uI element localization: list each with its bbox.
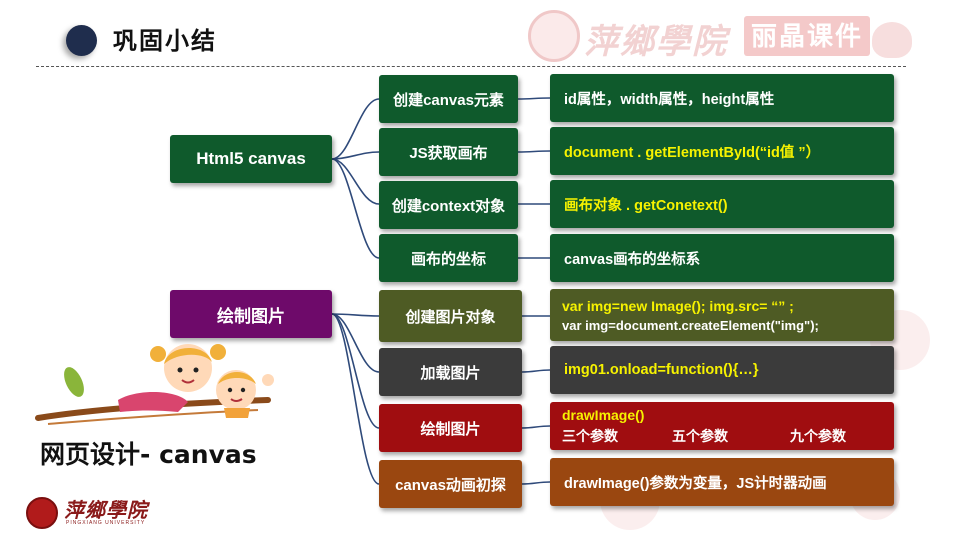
item-create-canvas: 创建canvas元素 (379, 75, 518, 123)
detail-load-image: img01.onload=function(){…} (550, 346, 894, 394)
watermark-seal-icon (528, 10, 580, 62)
detail-canvas-animation: drawImage()参数为变量，JS计时器动画 (550, 458, 894, 506)
detail-create-image-object: var img=new Image(); img.src= “” ; var i… (550, 289, 894, 341)
detail-draw-image-params: 三个参数 五个参数 九个参数 (562, 426, 846, 446)
title-divider (36, 66, 906, 67)
category-draw-image: 绘制图片 (170, 290, 332, 338)
item-canvas-animation: canvas动画初探 (379, 460, 522, 508)
footer-school-en: PINGXIANG UNIVERSITY (66, 520, 146, 526)
param-nine: 九个参数 (790, 427, 846, 444)
item-canvas-coordinates: 画布的坐标 (379, 234, 518, 282)
detail-draw-image-line1: drawImage() (562, 406, 645, 423)
detail-create-image-line2: var img=document.createElement("img"); (562, 317, 819, 333)
item-draw-image: 绘制图片 (379, 404, 522, 452)
detail-create-context: 画布对象 . getConetext() (550, 180, 894, 228)
param-five: 五个参数 (672, 427, 728, 444)
param-three: 三个参数 (562, 427, 618, 444)
watermark-cloud-icon (872, 22, 912, 58)
footer-school-name: 萍鄉學院 (64, 498, 148, 522)
school-seal-icon (26, 497, 58, 529)
detail-create-canvas: id属性，width属性，height属性 (550, 74, 894, 122)
detail-canvas-coordinates: canvas画布的坐标系 (550, 234, 894, 282)
item-create-image-object: 创建图片对象 (379, 290, 522, 342)
kids-illustration (35, 344, 274, 425)
title-bullet-icon (66, 25, 97, 56)
category-html5-canvas: Html5 canvas (170, 135, 332, 183)
detail-create-image-line1: var img=new Image(); img.src= “” ; (562, 297, 794, 314)
watermark-school-name: 萍鄉學院 (584, 22, 728, 62)
item-create-context: 创建context对象 (379, 181, 518, 229)
item-load-image: 加载图片 (379, 348, 522, 396)
item-js-get-canvas: JS获取画布 (379, 128, 518, 176)
page-title: 巩固小结 (113, 27, 217, 55)
course-title: 网页设计- canvas (32, 432, 274, 478)
watermark-badge: 丽晶课件 (744, 16, 870, 56)
detail-draw-image: drawImage() 三个参数 五个参数 九个参数 (550, 402, 894, 450)
detail-js-get-canvas: document . getElementById(“id值 ”） (550, 127, 894, 175)
